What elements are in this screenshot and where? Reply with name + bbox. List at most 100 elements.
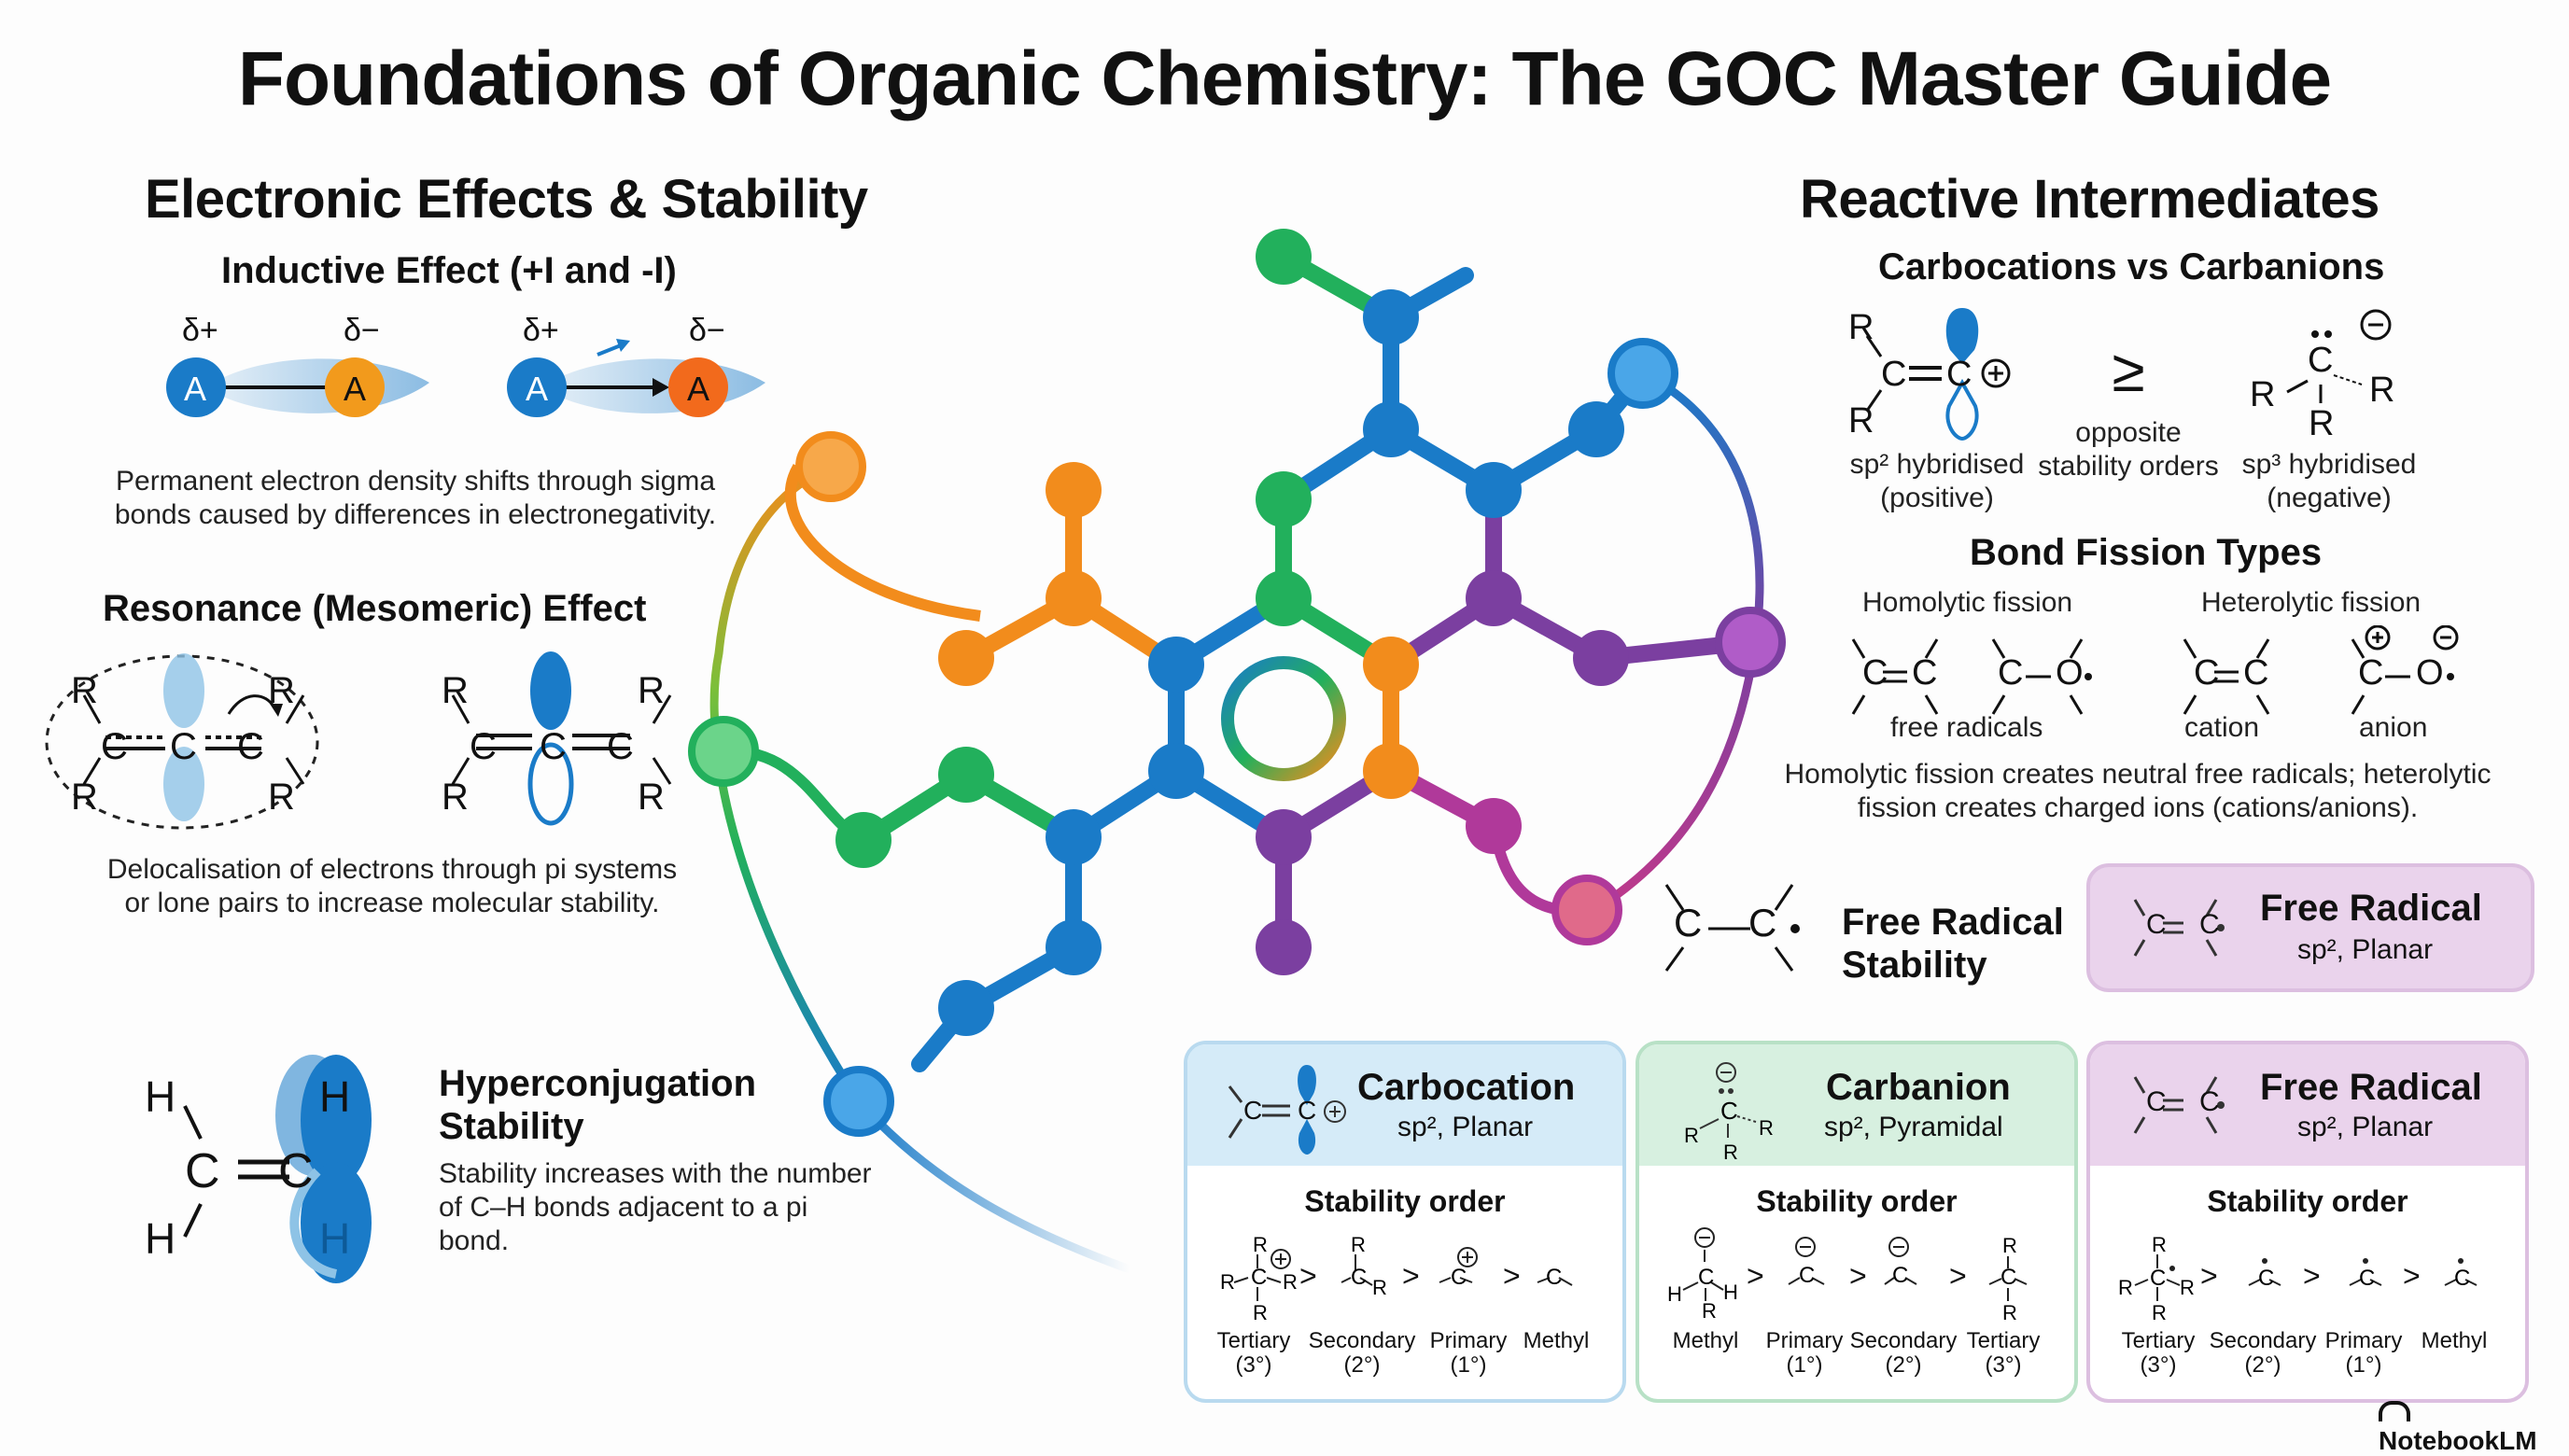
svg-text:C: C xyxy=(1892,1263,1908,1288)
carbanion-structure xyxy=(2286,309,2392,403)
cvc-r-2: R xyxy=(1848,401,1874,441)
arc-tail xyxy=(855,1099,1131,1274)
hyper-h-2: H xyxy=(145,1214,176,1263)
resonance-title: Resonance (Mesomeric) Effect xyxy=(103,588,647,629)
svg-text:R: R xyxy=(1253,1233,1268,1256)
cvc-c-1: C xyxy=(1881,355,1907,394)
cvc-r-1: R xyxy=(1848,308,1874,347)
cvc-title: Carbocations vs Carbanions xyxy=(1878,246,2385,287)
inductive-text: Permanent electron density shifts throug… xyxy=(114,466,717,530)
svg-text:R: R xyxy=(2152,1301,2167,1324)
frs-c-2: C xyxy=(1748,901,1777,945)
svg-text:C: C xyxy=(2359,1266,2375,1291)
svg-text:R: R xyxy=(1372,1276,1387,1299)
frs-c-1: C xyxy=(1674,901,1703,945)
carbocation-card: C C Carbocation sp², Planar Stability or… xyxy=(1184,1041,1626,1403)
cvc-r-5: R xyxy=(2309,404,2335,443)
fission-free-radicals: free radicals xyxy=(1890,712,2043,743)
fis-het-c2: C xyxy=(2243,653,2269,693)
fission-text: Homolytic fission creates neutral free r… xyxy=(1784,759,2492,823)
inductive-diagram xyxy=(166,339,765,417)
res-r-6: R xyxy=(442,777,469,818)
atom-a-4: A xyxy=(687,370,710,408)
free-radical-structure xyxy=(1664,884,1800,972)
aromatic-ring xyxy=(1221,656,1346,781)
atom-a-1: A xyxy=(184,370,207,408)
free-radical-card: C C Free Radical sp², Planar Stability o… xyxy=(2086,1041,2529,1403)
cvc-r-4: R xyxy=(2369,371,2395,410)
right-heading: Reactive Intermediates xyxy=(1800,169,2379,230)
delta-minus-1: δ− xyxy=(344,313,380,348)
inductive-title: Inductive Effect (+I and -I) xyxy=(221,250,677,291)
res-c-3: C xyxy=(237,726,264,767)
arc-left-inner xyxy=(784,463,981,622)
hyper-h-3: H xyxy=(319,1072,351,1121)
res-r-5: R xyxy=(442,670,469,711)
svg-text:R: R xyxy=(2118,1276,2133,1299)
cvc-left-label: sp² hybridised (positive) xyxy=(1849,449,2025,513)
cvc-middle-symbol: ≥ xyxy=(2112,337,2145,404)
svg-text:C: C xyxy=(1698,1265,1714,1290)
res-r-2: R xyxy=(71,777,98,818)
svg-text:R: R xyxy=(1684,1124,1699,1147)
res-c-4: C xyxy=(470,726,497,767)
carbocation-structure xyxy=(1865,308,2011,441)
cvc-c-2: C xyxy=(1946,355,1972,394)
fis-homo-c3: C xyxy=(1998,653,2024,693)
res-c-1: C xyxy=(101,726,128,767)
svg-text:C: C xyxy=(2150,1266,2166,1291)
atom-a-3: A xyxy=(526,370,549,408)
svg-text:C: C xyxy=(1451,1265,1467,1290)
svg-text:C: C xyxy=(1251,1265,1267,1290)
left-heading: Electronic Effects & Stability xyxy=(145,169,868,230)
fis-het-c1: C xyxy=(2194,653,2220,693)
svg-text:C: C xyxy=(2454,1266,2470,1291)
brand-logo: NotebookLM xyxy=(2379,1396,2569,1456)
svg-text:C: C xyxy=(1720,1097,1738,1125)
frs-title: Free Radical Stability xyxy=(1842,902,2064,986)
svg-text:C: C xyxy=(1546,1265,1562,1290)
resonance-text: Delocalisation of electrons through pi s… xyxy=(106,854,678,918)
fis-het-o: O xyxy=(2416,653,2444,693)
svg-text:R: R xyxy=(1283,1270,1298,1294)
res-r-1: R xyxy=(71,670,98,711)
svg-text:R: R xyxy=(1702,1299,1717,1323)
fis-homo-c2: C xyxy=(1912,653,1938,693)
cvc-right-label: sp³ hybridised (negative) xyxy=(2241,449,2417,513)
res-c-5: C xyxy=(540,726,567,767)
svg-text:C: C xyxy=(1351,1265,1367,1290)
svg-text:R: R xyxy=(1351,1233,1366,1256)
cvc-middle-label: opposite stability orders xyxy=(2038,417,2219,482)
fission-cation: cation xyxy=(2184,712,2260,743)
hyper-c-2: C xyxy=(278,1144,314,1198)
resonance-diagram xyxy=(45,651,672,830)
res-c-6: C xyxy=(607,726,634,767)
fission-title: Bond Fission Types xyxy=(1970,532,2323,573)
fis-het-c3: C xyxy=(2358,653,2384,693)
svg-text:C: C xyxy=(1799,1263,1815,1288)
cvc-r-3: R xyxy=(2250,375,2276,414)
res-c-2: C xyxy=(170,726,197,767)
hyper-title: Hyperconjugation Stability xyxy=(439,1063,757,1147)
delta-plus-1: δ+ xyxy=(182,313,218,348)
res-r-3: R xyxy=(268,670,295,711)
hyper-text: Stability increases with the number of C… xyxy=(439,1158,872,1256)
free-radical-badge: C C Free Radical sp², Planar xyxy=(2086,863,2534,992)
res-r-7: R xyxy=(638,670,665,711)
svg-text:H: H xyxy=(1667,1282,1682,1306)
fission-homolytic-label: Homolytic fission xyxy=(1862,587,2073,618)
svg-text:R: R xyxy=(1723,1141,1738,1161)
notebooklm-icon xyxy=(2379,1401,2410,1421)
hyper-h-1: H xyxy=(145,1072,176,1121)
page-title: Foundations of Organic Chemistry: The GO… xyxy=(237,36,2332,121)
arc-left xyxy=(709,462,863,1104)
svg-text:C: C xyxy=(2258,1266,2274,1291)
svg-text:R: R xyxy=(1220,1270,1235,1294)
fission-anion: anion xyxy=(2359,712,2428,743)
res-r-8: R xyxy=(638,777,665,818)
svg-text:H: H xyxy=(1723,1281,1738,1304)
svg-text:C: C xyxy=(2000,1265,2016,1290)
atom-a-2: A xyxy=(344,370,367,408)
svg-text:R: R xyxy=(2180,1276,2195,1299)
